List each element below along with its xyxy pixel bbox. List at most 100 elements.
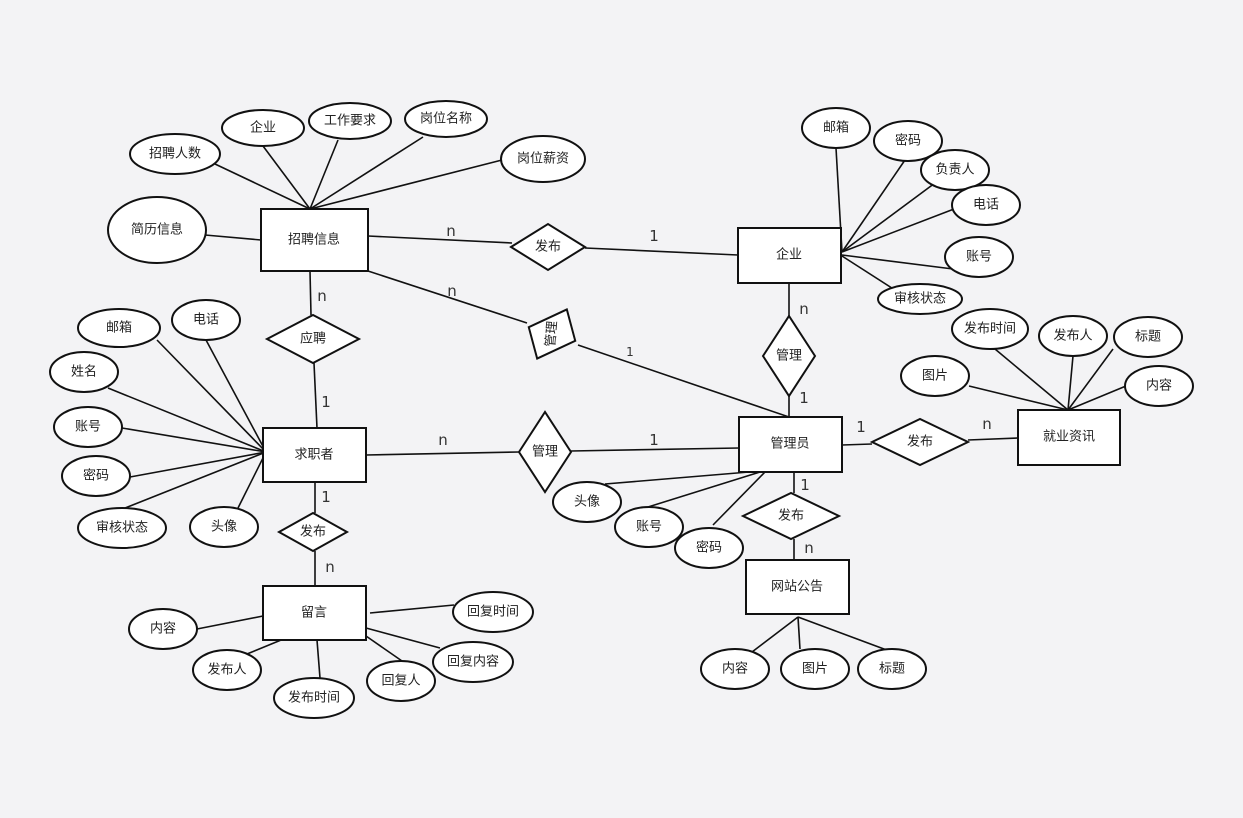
entity-news[interactable]: 就业资讯 [1017,409,1121,466]
attribute-news[interactable]: 图片 [900,355,970,397]
entity-recruit[interactable]: 招聘信息 [260,208,369,272]
attribute-message[interactable]: 回复时间 [452,591,534,633]
attribute-ellipse [951,308,1029,350]
attribute-seeker[interactable]: 头像 [189,506,259,548]
attribute-label: 电话 [973,198,999,213]
attribute-ellipse [128,608,198,650]
attribute-recruit[interactable]: 企业 [221,109,305,147]
relation-publish-message[interactable]: 发布 [276,511,350,553]
relation-manage-recruit[interactable]: 管理 [524,308,581,360]
attribute-ellipse [452,591,534,633]
cardinality-label: 1 [649,431,659,449]
attribute-seeker[interactable]: 账号 [53,406,123,448]
attribute-label: 发布时间 [964,321,1016,337]
attribute-recruit[interactable]: 岗位名称 [404,100,488,138]
attribute-label: 密码 [696,540,722,556]
attribute-ellipse [77,308,161,348]
cardinality-label: n [982,415,992,433]
attribute-seeker[interactable]: 姓名 [49,351,119,393]
cardinality-label: n [317,287,327,305]
attribute-label: 工作要求 [324,114,376,129]
attribute-message[interactable]: 内容 [128,608,198,650]
attributes: 招聘人数企业工作要求岗位名称岗位薪资简历信息邮箱密码负责人电话账号审核状态发布时… [49,100,1194,719]
attribute-notice[interactable]: 内容 [700,648,770,690]
attribute-company[interactable]: 邮箱 [801,107,871,149]
relation-label: 应聘 [300,331,326,347]
attribute-label: 企业 [250,120,276,136]
attribute-message[interactable]: 回复人 [366,660,436,702]
attribute-notice[interactable]: 图片 [780,648,850,690]
relation-publish-recruit[interactable]: 发布 [509,222,587,272]
attribute-message[interactable]: 发布人 [192,649,262,691]
entity-admin[interactable]: 管理员 [738,416,843,473]
attribute-ellipse [273,677,355,719]
attribute-recruit[interactable]: 岗位薪资 [500,135,586,183]
attribute-label: 图片 [802,662,828,677]
entity-seeker[interactable]: 求职者 [262,427,367,483]
attribute-news[interactable]: 标题 [1113,316,1183,358]
attribute-ellipse [404,100,488,138]
entity-notice[interactable]: 网站公告 [745,559,850,615]
attribute-message[interactable]: 回复内容 [432,641,514,683]
relation-manage-company[interactable]: 管理 [761,314,817,398]
attribute-label: 标题 [1135,330,1161,345]
attribute-recruit[interactable]: 工作要求 [308,102,392,140]
attribute-company[interactable]: 密码 [873,120,943,162]
cardinality-label: n [438,431,448,449]
attribute-label: 简历信息 [131,222,183,238]
attribute-seeker[interactable]: 密码 [61,455,131,497]
entity-message[interactable]: 留言 [262,585,367,641]
attribute-ellipse [432,641,514,683]
attribute-seeker[interactable]: 邮箱 [77,308,161,348]
attribute-label: 岗位名称 [420,111,472,127]
attribute-message[interactable]: 发布时间 [273,677,355,719]
relation-label: 管理 [543,320,560,347]
attribute-ellipse [920,149,990,191]
relation-publish-notice[interactable]: 发布 [740,491,842,541]
attribute-ellipse [49,351,119,393]
attribute-company[interactable]: 审核状态 [877,283,963,315]
relation-label: 发布 [300,524,326,540]
attribute-news[interactable]: 发布时间 [951,308,1029,350]
attribute-ellipse [107,196,207,264]
entity-company[interactable]: 企业 [737,227,842,284]
attribute-company[interactable]: 电话 [951,184,1021,226]
attribute-label: 内容 [1146,378,1172,394]
attribute-news[interactable]: 内容 [1124,365,1194,407]
entity-label: 网站公告 [771,580,823,595]
attribute-company[interactable]: 负责人 [920,149,990,191]
cardinality-label: 1 [649,227,659,245]
attribute-label: 密码 [895,133,921,149]
attribute-company[interactable]: 账号 [944,236,1014,278]
attribute-ellipse [500,135,586,183]
relation-apply[interactable]: 应聘 [264,313,362,365]
attribute-ellipse [877,283,963,315]
cardinality-label: 1 [321,488,331,506]
attribute-admin[interactable]: 账号 [614,506,684,548]
attribute-admin[interactable]: 密码 [674,527,744,569]
attribute-label: 图片 [922,369,948,384]
attribute-ellipse [857,648,927,690]
attribute-label: 内容 [150,621,176,637]
attribute-label: 回复内容 [447,654,499,670]
attribute-recruit[interactable]: 简历信息 [107,196,207,264]
entity-label: 招聘信息 [288,232,340,248]
relation-label: 管理 [776,349,802,364]
attribute-label: 标题 [879,662,905,677]
attribute-admin[interactable]: 头像 [552,481,622,523]
entity-label: 就业资讯 [1043,430,1095,445]
attribute-label: 发布时间 [288,690,340,706]
attribute-seeker[interactable]: 审核状态 [77,507,167,549]
attribute-recruit[interactable]: 招聘人数 [129,133,221,175]
attribute-news[interactable]: 发布人 [1038,315,1108,357]
attribute-notice[interactable]: 标题 [857,648,927,690]
cardinality-label: n [799,300,809,318]
relation-manage-seeker[interactable]: 管理 [517,410,573,494]
attribute-seeker[interactable]: 电话 [171,299,241,341]
relation-publish-news[interactable]: 发布 [869,417,971,467]
attribute-label: 负责人 [935,163,974,178]
cardinality-label: n [804,539,814,557]
attribute-label: 审核状态 [894,292,946,307]
